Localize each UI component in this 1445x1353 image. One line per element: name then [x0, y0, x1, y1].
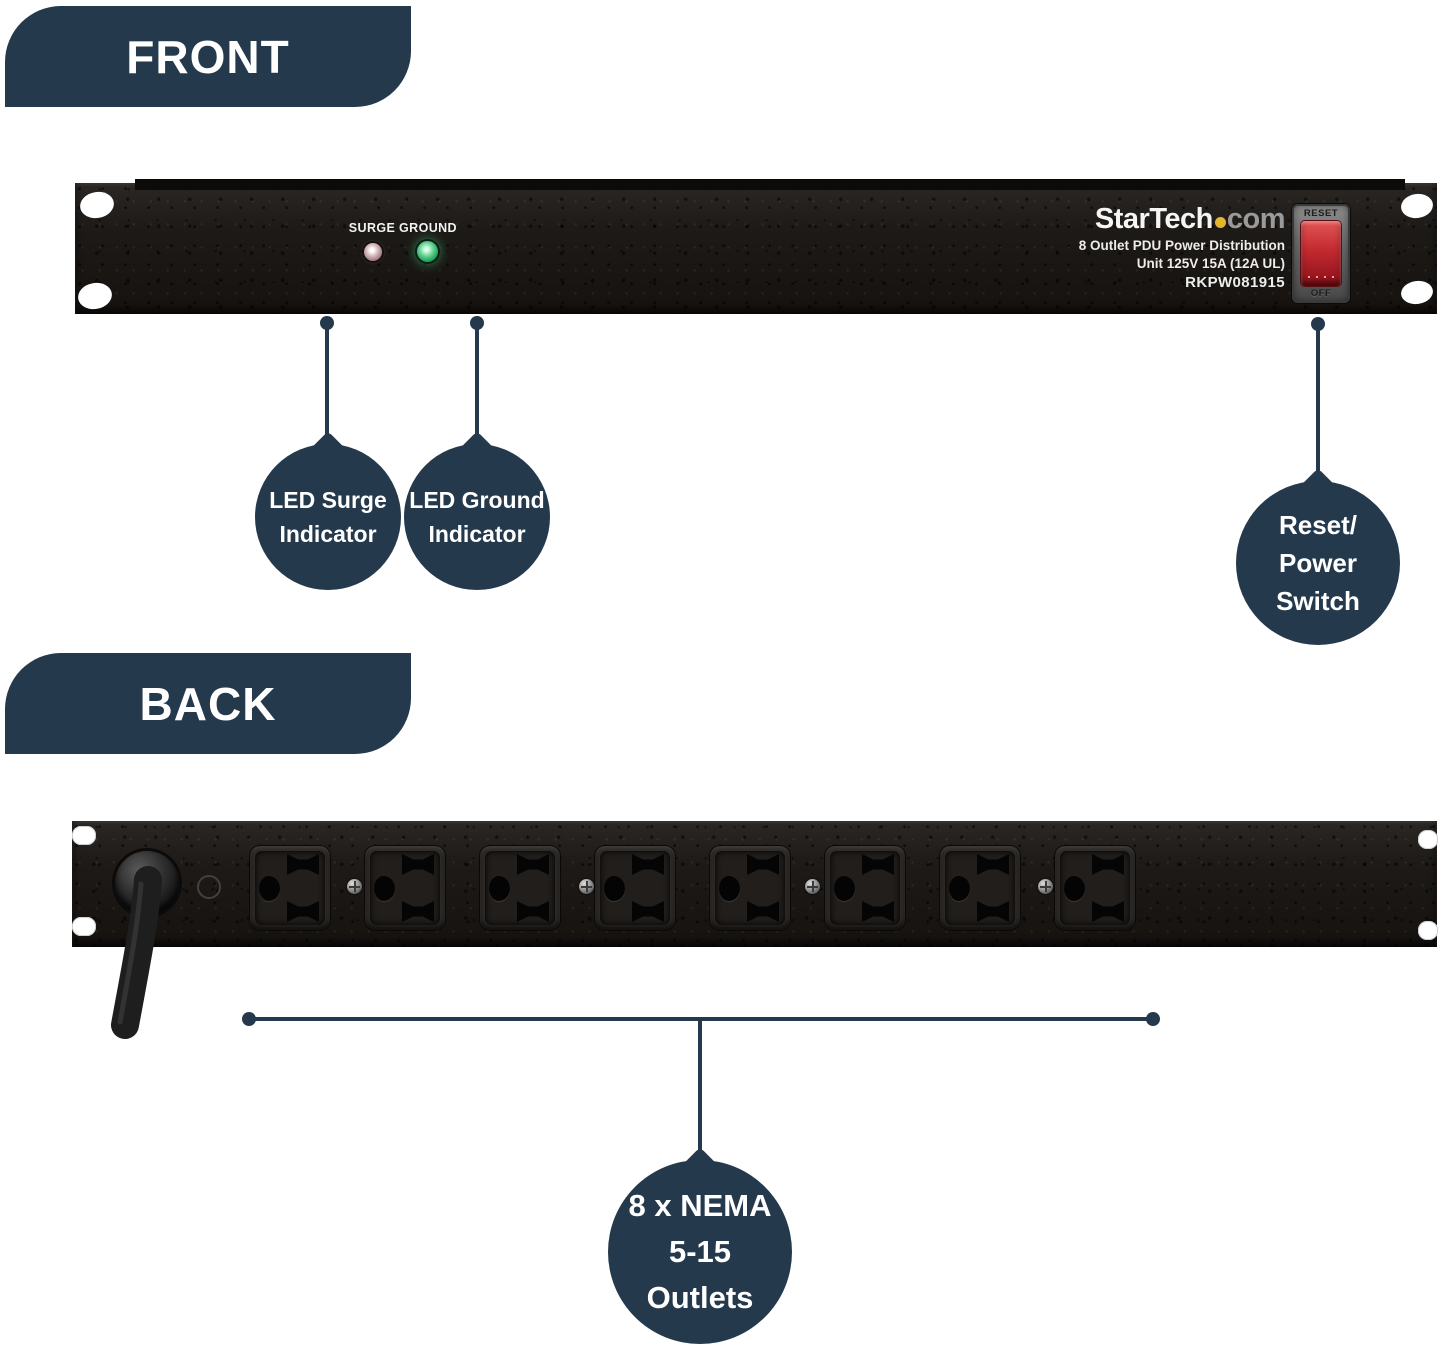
callout-outlets-line3: Outlets: [646, 1280, 754, 1315]
nema-outlet: [940, 846, 1020, 930]
outlet-slot: [287, 854, 319, 875]
logo-dot-icon: [1214, 217, 1226, 228]
front-panel-top-lip: [135, 179, 1405, 190]
outlet-ground-hole: [489, 876, 510, 901]
outlet-slot: [632, 901, 664, 922]
back-banner-label: BACK: [139, 677, 277, 730]
callout-bubble-reset: Reset/ Power Switch: [1236, 481, 1400, 645]
outlet-slot: [1092, 901, 1124, 922]
nema-outlet: [250, 846, 330, 930]
callout-outlets-line2: 5-15: [668, 1234, 732, 1269]
outlet-ground-hole: [949, 876, 970, 901]
callout-reset-line3: Switch: [1276, 586, 1360, 616]
outlet-slot: [977, 854, 1009, 875]
brand-suffix: com: [1226, 203, 1286, 235]
switch-rocker: [1301, 221, 1341, 286]
desc-line-1: 8 Outlet PDU Power Distribution: [1078, 238, 1285, 253]
callout-surge-line2: Indicator: [279, 521, 377, 547]
ground-led-indicator: [417, 241, 438, 262]
switch-reset-label: RESET: [1303, 208, 1339, 219]
outlet-slot: [747, 854, 779, 875]
front-panel: [75, 183, 1437, 314]
outlet-slot: [1092, 854, 1124, 875]
switch-off-label: OFF: [1310, 288, 1332, 299]
outlet-strip: [250, 846, 1135, 930]
desc-line-2: Unit 125V 15A (12A UL): [1136, 256, 1285, 271]
screw: [805, 879, 820, 894]
outlet-slot: [402, 854, 434, 875]
mounting-slot: [72, 917, 96, 936]
bracket-line: [249, 1017, 1153, 1021]
callout-reset-line2: Power: [1278, 548, 1358, 578]
model-number: RKPW081915: [1185, 274, 1285, 291]
callout-stem-surge: [325, 329, 329, 450]
callout-ground-line1: LED Ground: [409, 487, 545, 513]
surge-label: SURGE: [348, 221, 396, 235]
power-cord: [111, 866, 162, 1039]
outlet-slot: [517, 854, 549, 875]
outlet-slot: [862, 901, 894, 922]
brand-logo: StarTech com: [1094, 203, 1286, 236]
screw: [579, 879, 594, 894]
callout-dot-ground: [470, 316, 484, 330]
mounting-slot: [1418, 921, 1438, 940]
outlet-slot: [977, 901, 1009, 922]
nema-outlet: [1055, 846, 1135, 930]
callout-stem-ground: [475, 329, 479, 450]
outlet-slot: [632, 854, 664, 875]
brand-name: StarTech: [1094, 203, 1213, 235]
nema-outlet: [825, 846, 905, 930]
callout-stem-outlets: [698, 1021, 702, 1169]
nema-outlet: [710, 846, 790, 930]
ground-label: GROUND: [399, 221, 457, 235]
bracket-dot-right: [1146, 1012, 1160, 1026]
nema-outlet: [480, 846, 560, 930]
reset-power-switch: RESET OFF: [1292, 204, 1350, 303]
callout-surge-line1: LED Surge: [269, 487, 387, 513]
callout-dot-surge: [320, 316, 334, 330]
mounting-slot: [72, 826, 96, 845]
nema-outlet: [595, 846, 675, 930]
outlet-ground-hole: [834, 876, 855, 901]
mounting-slot: [1418, 830, 1438, 849]
nema-outlet: [365, 846, 445, 930]
pilot-hole: [197, 875, 221, 899]
back-banner: BACK: [5, 653, 411, 754]
callout-bubble-ground: LED Ground Indicator: [404, 444, 550, 590]
callout-outlets-line1: 8 x NEMA: [628, 1188, 772, 1223]
screw: [1038, 879, 1053, 894]
outlet-slot: [287, 901, 319, 922]
front-banner-label: FRONT: [126, 30, 290, 83]
callout-bubble-outlets: 8 x NEMA 5-15 Outlets: [608, 1160, 792, 1344]
outlet-slot: [747, 901, 779, 922]
outlet-ground-hole: [719, 876, 740, 901]
surge-led-indicator: [364, 243, 382, 261]
outlet-slot: [402, 901, 434, 922]
outlet-slot: [862, 854, 894, 875]
outlet-slot: [517, 901, 549, 922]
callout-stem-reset: [1316, 330, 1320, 486]
callout-ground-line2: Indicator: [428, 521, 526, 547]
screw: [347, 879, 362, 894]
device-description: 8 Outlet PDU Power Distribution Unit 125…: [1079, 237, 1285, 293]
outlet-ground-hole: [1064, 876, 1085, 901]
outlet-ground-hole: [259, 876, 280, 901]
callout-bubble-surge: LED Surge Indicator: [255, 444, 401, 590]
callout-reset-line1: Reset/: [1278, 510, 1358, 540]
callout-dot-reset: [1311, 317, 1325, 331]
outlet-ground-hole: [374, 876, 395, 901]
front-banner: FRONT: [5, 6, 411, 107]
outlet-ground-hole: [604, 876, 625, 901]
